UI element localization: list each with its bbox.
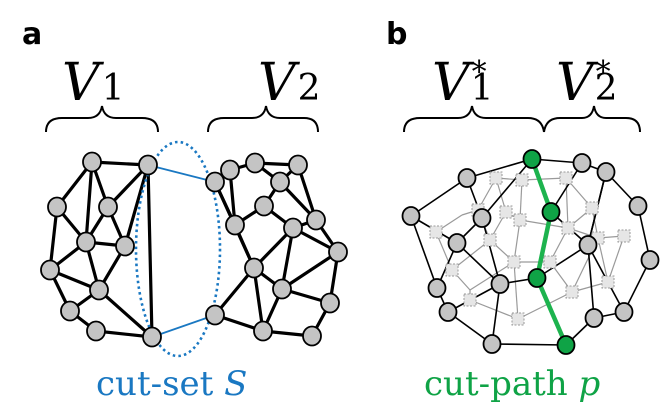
panel-a: a V1 V2 (22, 17, 348, 404)
brace-v1-star (403, 105, 545, 133)
panel-b-nodes (401, 153, 660, 354)
brace-v2 (207, 105, 319, 133)
caption-cut-set: cut-set S (96, 364, 247, 404)
cut-edge-bottom (151, 314, 216, 338)
panel-label-b: b (386, 17, 407, 52)
caption-cut-path: cut-path p (424, 364, 600, 404)
brace-v2-star (543, 105, 641, 133)
cut-path-edges (529, 156, 569, 348)
cut-set-ellipse (134, 140, 222, 358)
set-label-v2: V2 (258, 53, 320, 113)
panel-a-nodes (40, 151, 348, 348)
panel-label-a: a (22, 17, 42, 52)
cut-edge-top (147, 164, 216, 183)
dual-graph-nodes (429, 171, 631, 326)
brace-v1 (45, 105, 159, 133)
cut-path-nodes (522, 149, 576, 355)
panel-b: b V*1 V*2 (386, 17, 660, 404)
set-label-v1: V1 (62, 53, 124, 113)
set-label-v1-star: V*1 (432, 53, 493, 113)
set-label-v2-star: V*2 (556, 53, 617, 113)
